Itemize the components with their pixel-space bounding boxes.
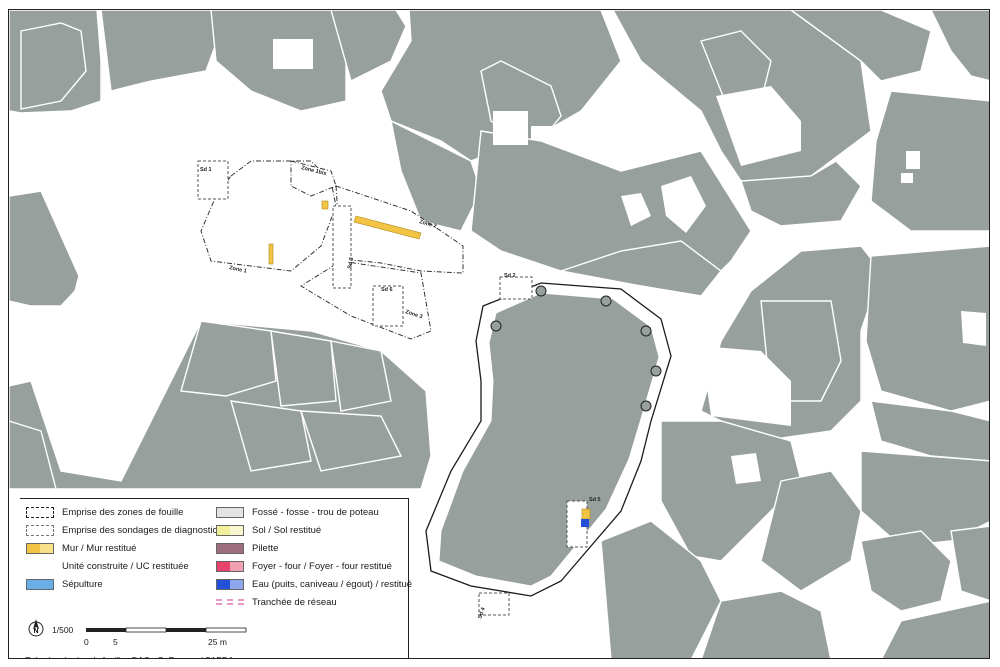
legend-item-5: Fossé - fosse - trou de poteau: [216, 505, 379, 519]
legend-label: Tranchée de réseau: [252, 596, 337, 608]
legend-item-3: Unité construite / UC restituée: [26, 559, 189, 573]
scale-tick-label: 5: [113, 637, 118, 647]
legend-label: Foyer - four / Foyer - four restitué: [252, 560, 392, 572]
sondage-6: [372, 285, 404, 327]
legend-symbol: [26, 524, 54, 536]
legend-symbol: [216, 599, 244, 605]
label-sd-5: Sd 5: [589, 497, 601, 503]
legend-label: Sépulture: [62, 578, 103, 590]
scale-tick-label: 0: [84, 637, 89, 647]
legend-item-1: Emprise des sondages de diagnostic: [26, 523, 217, 537]
legend-item-8: Foyer - four / Foyer - four restitué: [216, 559, 392, 573]
legend-label: Mur / Mur restitué: [62, 542, 137, 554]
legend-symbol: [216, 560, 244, 572]
building-block-bottom-left: [9, 320, 432, 490]
legend-symbol: [216, 578, 244, 590]
legend-label: Emprise des zones de fouille: [62, 506, 184, 518]
wall-segment: [321, 200, 329, 210]
legend-symbol: [26, 560, 54, 572]
legend-label: Eau (puits, caniveau / égout) / restitué: [252, 578, 413, 590]
legend-symbol: [26, 578, 54, 590]
legend-symbol: [216, 524, 244, 536]
zone-3: [300, 260, 432, 340]
legend-label: Fossé - fosse - trou de poteau: [252, 506, 379, 518]
label-zone-1: Zone 1: [229, 265, 248, 275]
building-block-upper-middle: [380, 10, 752, 297]
sondage-4: [478, 592, 510, 616]
sondage-3: [332, 205, 352, 289]
legend-item-10: Tranchée de réseau: [216, 595, 337, 609]
scale-tick-label: 25 m: [208, 637, 227, 647]
label-sd-1: Sd 1: [200, 167, 212, 173]
building-left: [9, 190, 80, 307]
legend-item-7: Pilette: [216, 541, 278, 555]
legend-symbol: [216, 506, 244, 518]
legend-symbol: [26, 542, 54, 554]
legend-item-9: Eau (puits, caniveau / égout) / restitué: [216, 577, 412, 591]
scale-ratio: 1/500: [52, 625, 74, 635]
wall-segment: [581, 508, 591, 520]
label-sd-6: Sd 6: [381, 287, 393, 293]
building-block-top-left: [9, 10, 407, 114]
legend-label: Unité construite / UC restituée: [62, 560, 189, 572]
building-block-bottom-right: [600, 470, 989, 658]
legend-label: Pilette: [252, 542, 279, 554]
scale-bar-graphic: [86, 627, 247, 633]
label-zone-2: Zone 2: [418, 219, 437, 230]
legend-item-0: Emprise des zones de fouille: [26, 505, 183, 519]
excavation-zones: [197, 160, 591, 616]
svg-text:N: N: [33, 628, 38, 635]
wall-segment: [353, 215, 422, 240]
map-legend: Emprise des zones de fouille Emprise des…: [20, 498, 412, 658]
cadastral-map: Zone 1 Zone 1bis Zone 2 Zone 3 Sd 1 Sd 2…: [9, 10, 989, 658]
label-zone-3: Zone 3: [404, 309, 423, 320]
legend-item-6: Sol / Sol restitué: [216, 523, 321, 537]
building-block-right-middle: [660, 245, 989, 562]
building-block-far-right-upper: [870, 10, 989, 232]
legend-symbol: [26, 506, 54, 518]
legend-item-2: Mur / Mur restitué: [26, 541, 136, 555]
legend-item-4: Sépulture: [26, 577, 103, 591]
legend-label: Sol / Sol restitué: [252, 524, 322, 536]
wall-segment: [268, 243, 274, 265]
scale-bar: N 1/500 0 5 25 m: [26, 611, 266, 651]
map-frame: Zone 1 Zone 1bis Zone 2 Zone 3 Sd 1 Sd 2…: [8, 9, 990, 659]
map-credits: Relevés : équipe de fouille ; DAO : G. R…: [25, 655, 234, 658]
legend-label: Emprise des sondages de diagnostic: [62, 524, 218, 536]
north-arrow-icon: N: [28, 619, 44, 637]
building-block-upper-right: [612, 10, 932, 227]
sondage-2: [499, 276, 533, 300]
zone-1bis: [290, 160, 337, 197]
label-sd-4: Sd 4: [477, 606, 487, 620]
water-segment: [581, 519, 589, 527]
legend-symbol: [216, 542, 244, 554]
sondage-1: [197, 160, 229, 200]
label-sd-2: Sd 2: [504, 273, 516, 279]
label-sd-3: Sd 3: [347, 257, 355, 269]
